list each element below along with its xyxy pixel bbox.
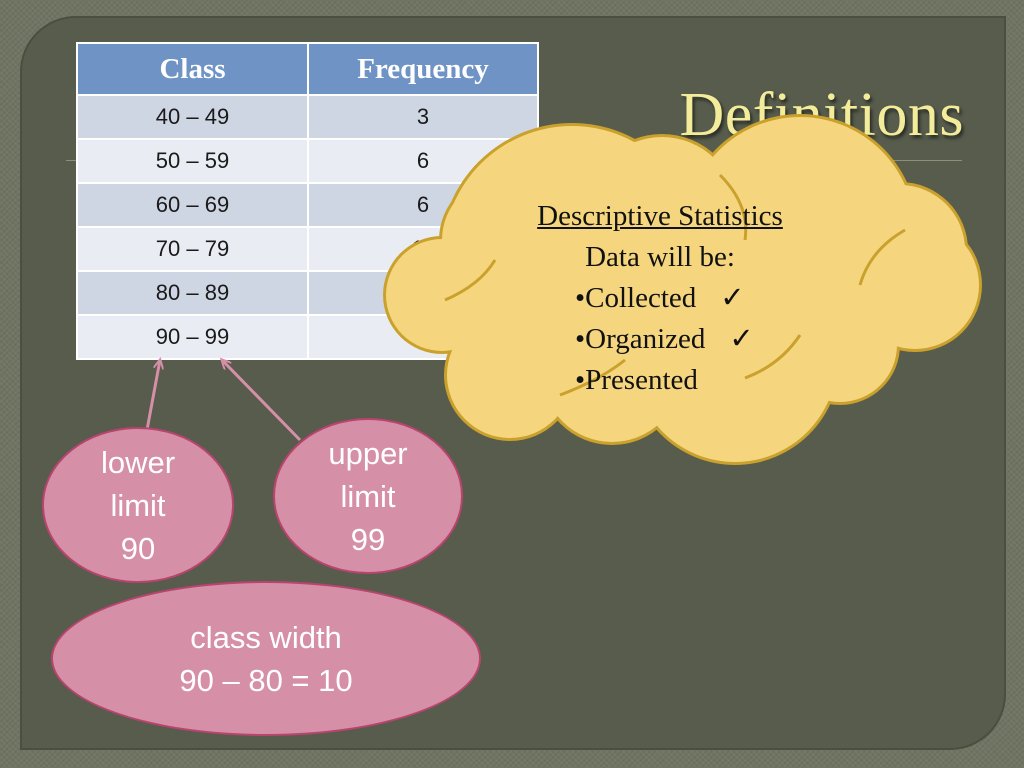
callout-heading: Descriptive Statistics bbox=[537, 200, 783, 232]
callout-item-label: •Organized bbox=[575, 323, 706, 355]
upper-limit-arrow bbox=[222, 360, 302, 442]
table-row: 40 – 49 3 bbox=[76, 94, 539, 140]
frequency-cell: 3 bbox=[307, 94, 539, 140]
checkmark-icon: ✓ bbox=[729, 323, 754, 355]
lower-limit-value: 90 bbox=[120, 530, 156, 566]
callout-item: •Collected ✓ bbox=[470, 278, 850, 319]
thought-cloud bbox=[383, 114, 982, 465]
upper-limit-line: limit bbox=[340, 478, 396, 514]
class-cell: 50 – 59 bbox=[76, 138, 309, 184]
class-cell: 70 – 79 bbox=[76, 226, 309, 272]
class-width-bubble: class width 90 – 80 = 10 bbox=[51, 581, 481, 736]
callout-item-label: •Presented bbox=[575, 364, 698, 396]
upper-limit-bubble: upper limit 99 bbox=[273, 418, 463, 574]
lower-limit-line: lower bbox=[100, 444, 176, 480]
callout-item-label: •Collected bbox=[575, 282, 697, 314]
header-frequency: Frequency bbox=[307, 42, 539, 96]
lower-limit-line: limit bbox=[110, 487, 166, 523]
callout-text: Descriptive Statistics Data will be: •Co… bbox=[470, 196, 850, 401]
callout-item: •Presented bbox=[470, 360, 850, 401]
class-width-formula: 90 – 80 = 10 bbox=[179, 662, 353, 698]
header-class: Class bbox=[76, 42, 309, 96]
class-cell: 40 – 49 bbox=[76, 94, 309, 140]
class-width-label: class width bbox=[190, 619, 342, 655]
callout-intro: Data will be: bbox=[585, 241, 735, 273]
upper-limit-value: 99 bbox=[350, 521, 386, 557]
lower-limit-bubble: lower limit 90 bbox=[42, 427, 234, 583]
lower-limit-arrow bbox=[145, 360, 160, 431]
upper-limit-line: upper bbox=[328, 435, 408, 471]
class-cell: 80 – 89 bbox=[76, 270, 309, 316]
callout-item: •Organized ✓ bbox=[470, 319, 850, 360]
checkmark-icon: ✓ bbox=[720, 282, 745, 314]
class-cell: 60 – 69 bbox=[76, 182, 309, 228]
table-header-row: Class Frequency bbox=[76, 42, 539, 96]
class-cell: 90 – 99 bbox=[76, 314, 309, 360]
